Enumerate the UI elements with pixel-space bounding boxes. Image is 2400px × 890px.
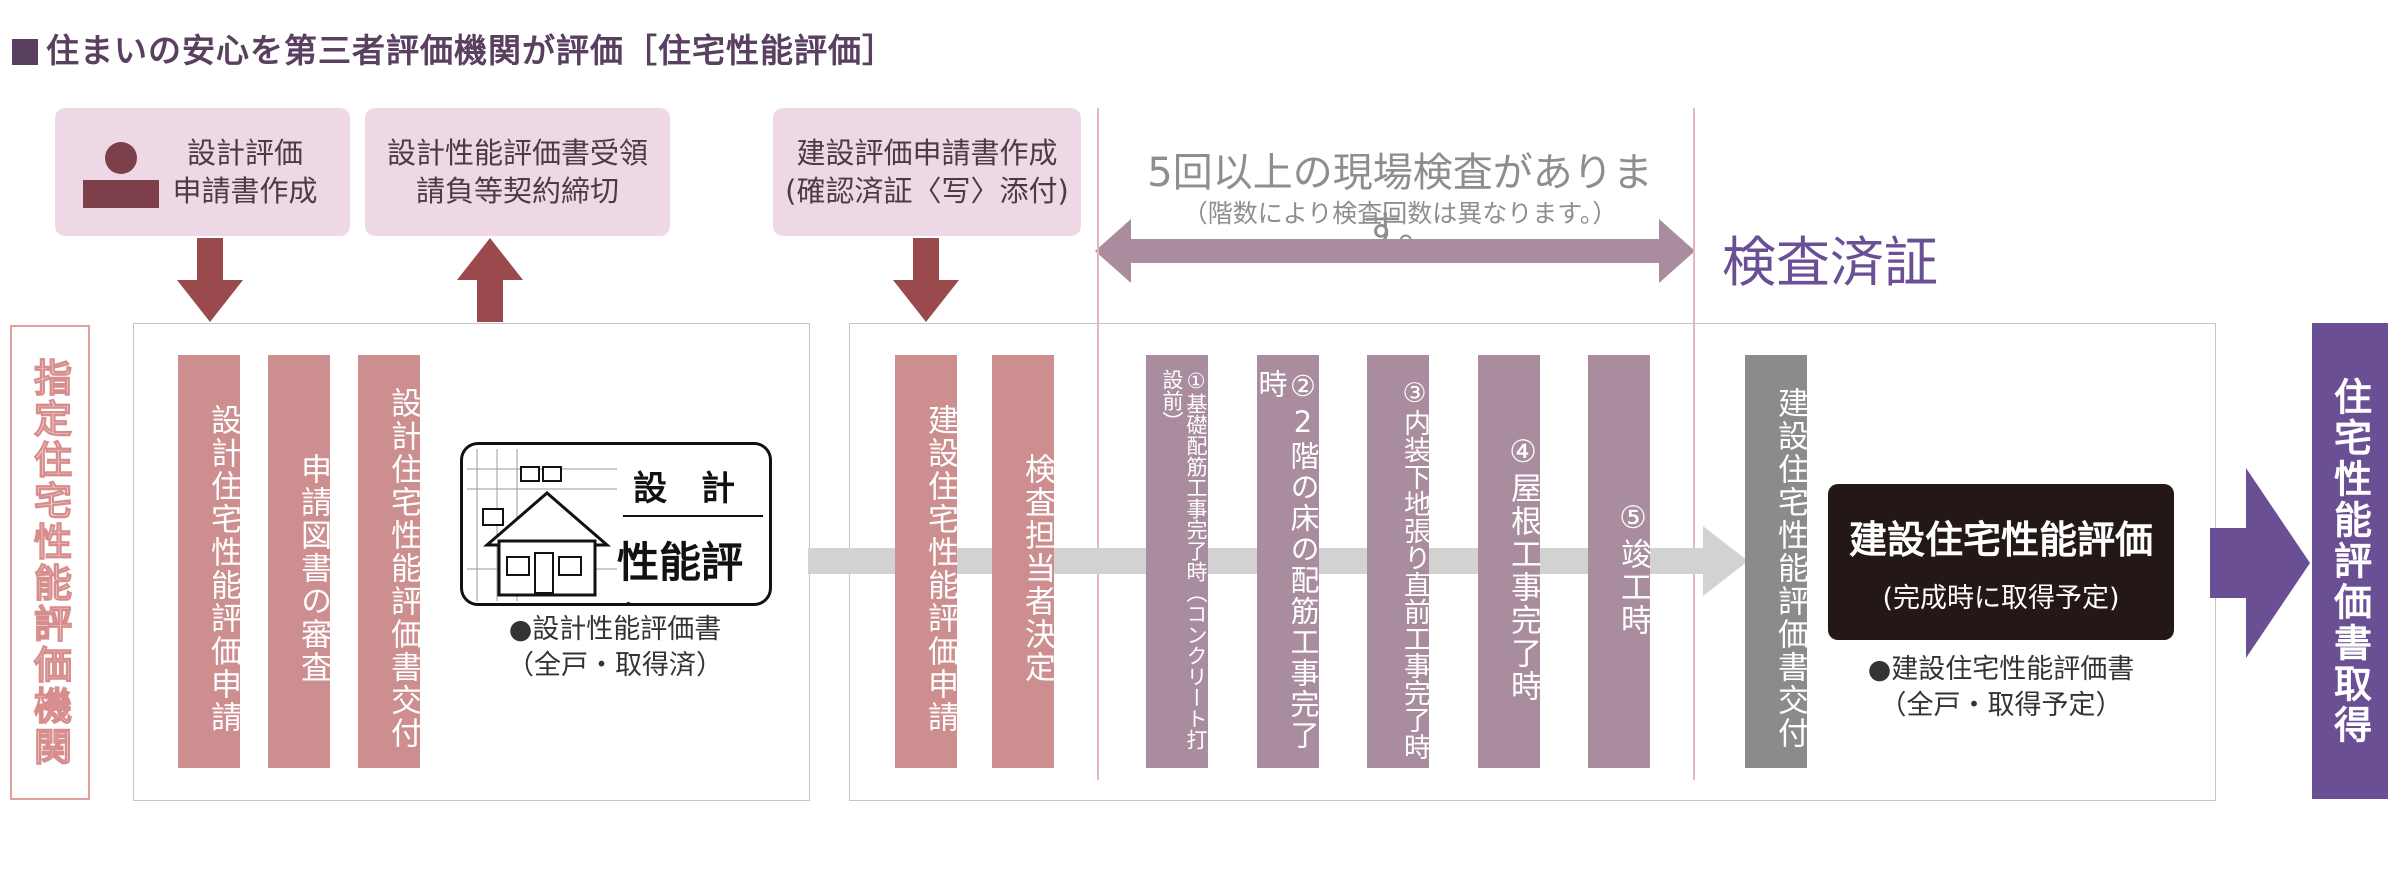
design-badge: 設 計 性能評価 xyxy=(460,442,772,606)
divider-line xyxy=(1097,108,1099,780)
inspection-step: ④屋根工事完了時 xyxy=(1478,355,1541,768)
down-arrow-icon xyxy=(177,238,243,322)
divider-line xyxy=(1693,108,1695,780)
badge-divider xyxy=(623,515,763,517)
design-badge-bottom: 性能評価 xyxy=(617,538,744,603)
down-arrow-icon xyxy=(893,238,959,322)
page-title: 住まいの安心を第三者評価機関が評価［住宅性能評価］ xyxy=(12,24,896,72)
person-icon xyxy=(83,142,159,208)
right-arrow-icon xyxy=(2210,468,2310,658)
inspection-step: ⑤竣工時 xyxy=(1588,355,1651,768)
certificate-label: 検査済証 xyxy=(1722,231,1938,294)
design-caption: ●設計性能評価書 （全戸・取得済） xyxy=(507,614,723,681)
up-arrow-icon xyxy=(457,238,523,322)
result-caption: ●建設住宅性能評価書 （全戸・取得予定） xyxy=(1867,654,2135,721)
design-step: 設計住宅性能評価申請 xyxy=(178,355,241,768)
build-step: 建設住宅性能評価申請 xyxy=(895,355,958,768)
build-apply-box: 建設評価申請書作成 (確認済証〈写〉添付) xyxy=(773,108,1081,236)
inspection-sub: （階数により検査回数は異なります。） xyxy=(1182,199,1618,228)
design-step: 設計住宅性能評価書交付 xyxy=(358,355,421,768)
issue-step: 建設住宅性能評価書交付 xyxy=(1745,355,1808,768)
design-receive-text: 設計性能評価書受領 請負等契約締切 xyxy=(386,136,648,208)
design-step: 申請図書の審査 xyxy=(268,355,331,768)
design-badge-top: 設 計 xyxy=(633,469,735,509)
result-main: 建設住宅性能評価 xyxy=(1848,518,2153,562)
house-plan-icon xyxy=(467,449,617,601)
right-label: 住宅性能評価書取得 xyxy=(2327,376,2372,746)
double-arrow-icon xyxy=(1095,219,1695,283)
design-apply-text: 設計評価 申請書作成 xyxy=(172,136,318,208)
left-label: 指定住宅性能評価機関 xyxy=(27,357,72,768)
left-label-box: 指定住宅性能評価機関 xyxy=(10,325,90,800)
page-title-text: 住まいの安心を第三者評価機関が評価［住宅性能評価］ xyxy=(46,31,896,70)
inspection-step: ①基礎配筋工事完了時（コンクリート打設前） xyxy=(1146,355,1208,768)
result-sub: (完成時に取得予定) xyxy=(1882,583,2120,614)
square-bullet-icon xyxy=(12,39,38,65)
right-label-box: 住宅性能評価書取得 xyxy=(2312,323,2388,799)
result-box: 建設住宅性能評価 (完成時に取得予定) xyxy=(1828,484,2174,640)
inspection-heading: 5回以上の現場検査があります。 xyxy=(1147,150,1653,254)
inspection-step: ③内装下地張り直前工事完了時 xyxy=(1367,355,1430,768)
design-apply-box: 設計評価 申請書作成 xyxy=(55,108,350,236)
build-apply-text: 建設評価申請書作成 (確認済証〈写〉添付) xyxy=(785,136,1069,208)
build-step: 検査担当者決定 xyxy=(992,355,1055,768)
design-receive-box: 設計性能評価書受領 請負等契約締切 xyxy=(365,108,670,236)
inspection-step: ②2階の床の配筋工事完了時 xyxy=(1254,355,1320,768)
